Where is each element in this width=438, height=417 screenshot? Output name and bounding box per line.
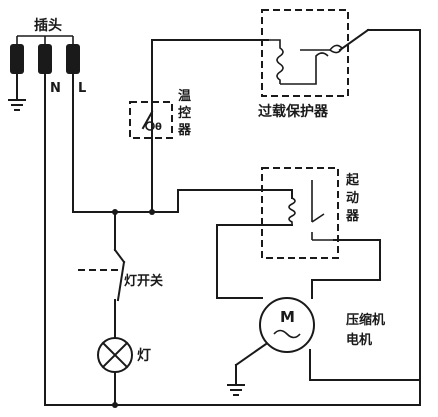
thermostat: θ 温 控 器 [129,89,192,139]
thermostat-label-1: 温 [178,89,191,104]
thermostat-symbol: θ [155,122,162,133]
thermostat-label-2: 控 [178,105,191,121]
starter-label-2: 动 [346,191,359,206]
thermostat-label-3: 器 [177,123,192,138]
lamp-label: 灯 [137,347,151,364]
starter-label-3: 器 [345,209,360,224]
motor-ground-symbol [227,342,268,396]
plug-ground-symbol [8,73,26,111]
overload-protector: 过载保护器 [258,9,370,120]
plug-label: 插头 [34,17,62,34]
lamp: 灯 [97,337,151,373]
plug-prong-neutral [38,44,52,74]
compressor-motor: M 压缩机 电机 [259,297,385,353]
junction-dot [112,402,118,408]
compressor-label-2: 电机 [346,332,372,348]
lamp-switch-label: 灯开关 [124,273,163,289]
starter: 起 动 器 [261,167,360,259]
live-label: L [78,81,86,96]
motor-symbol: M [280,308,295,326]
overload-protector-label: 过载保护器 [258,103,329,120]
junction-dot [149,209,155,215]
lamp-switch: 灯开关 [78,248,163,302]
compressor-label-1: 压缩机 [346,312,385,328]
neutral-label: N [50,81,61,96]
wiring [44,29,421,406]
plug-prong-ground [10,44,24,74]
junction-dot [112,209,118,215]
starter-label-1: 起 [345,172,360,188]
plug-prong-live [66,44,80,74]
plug: 插头 [10,17,80,74]
